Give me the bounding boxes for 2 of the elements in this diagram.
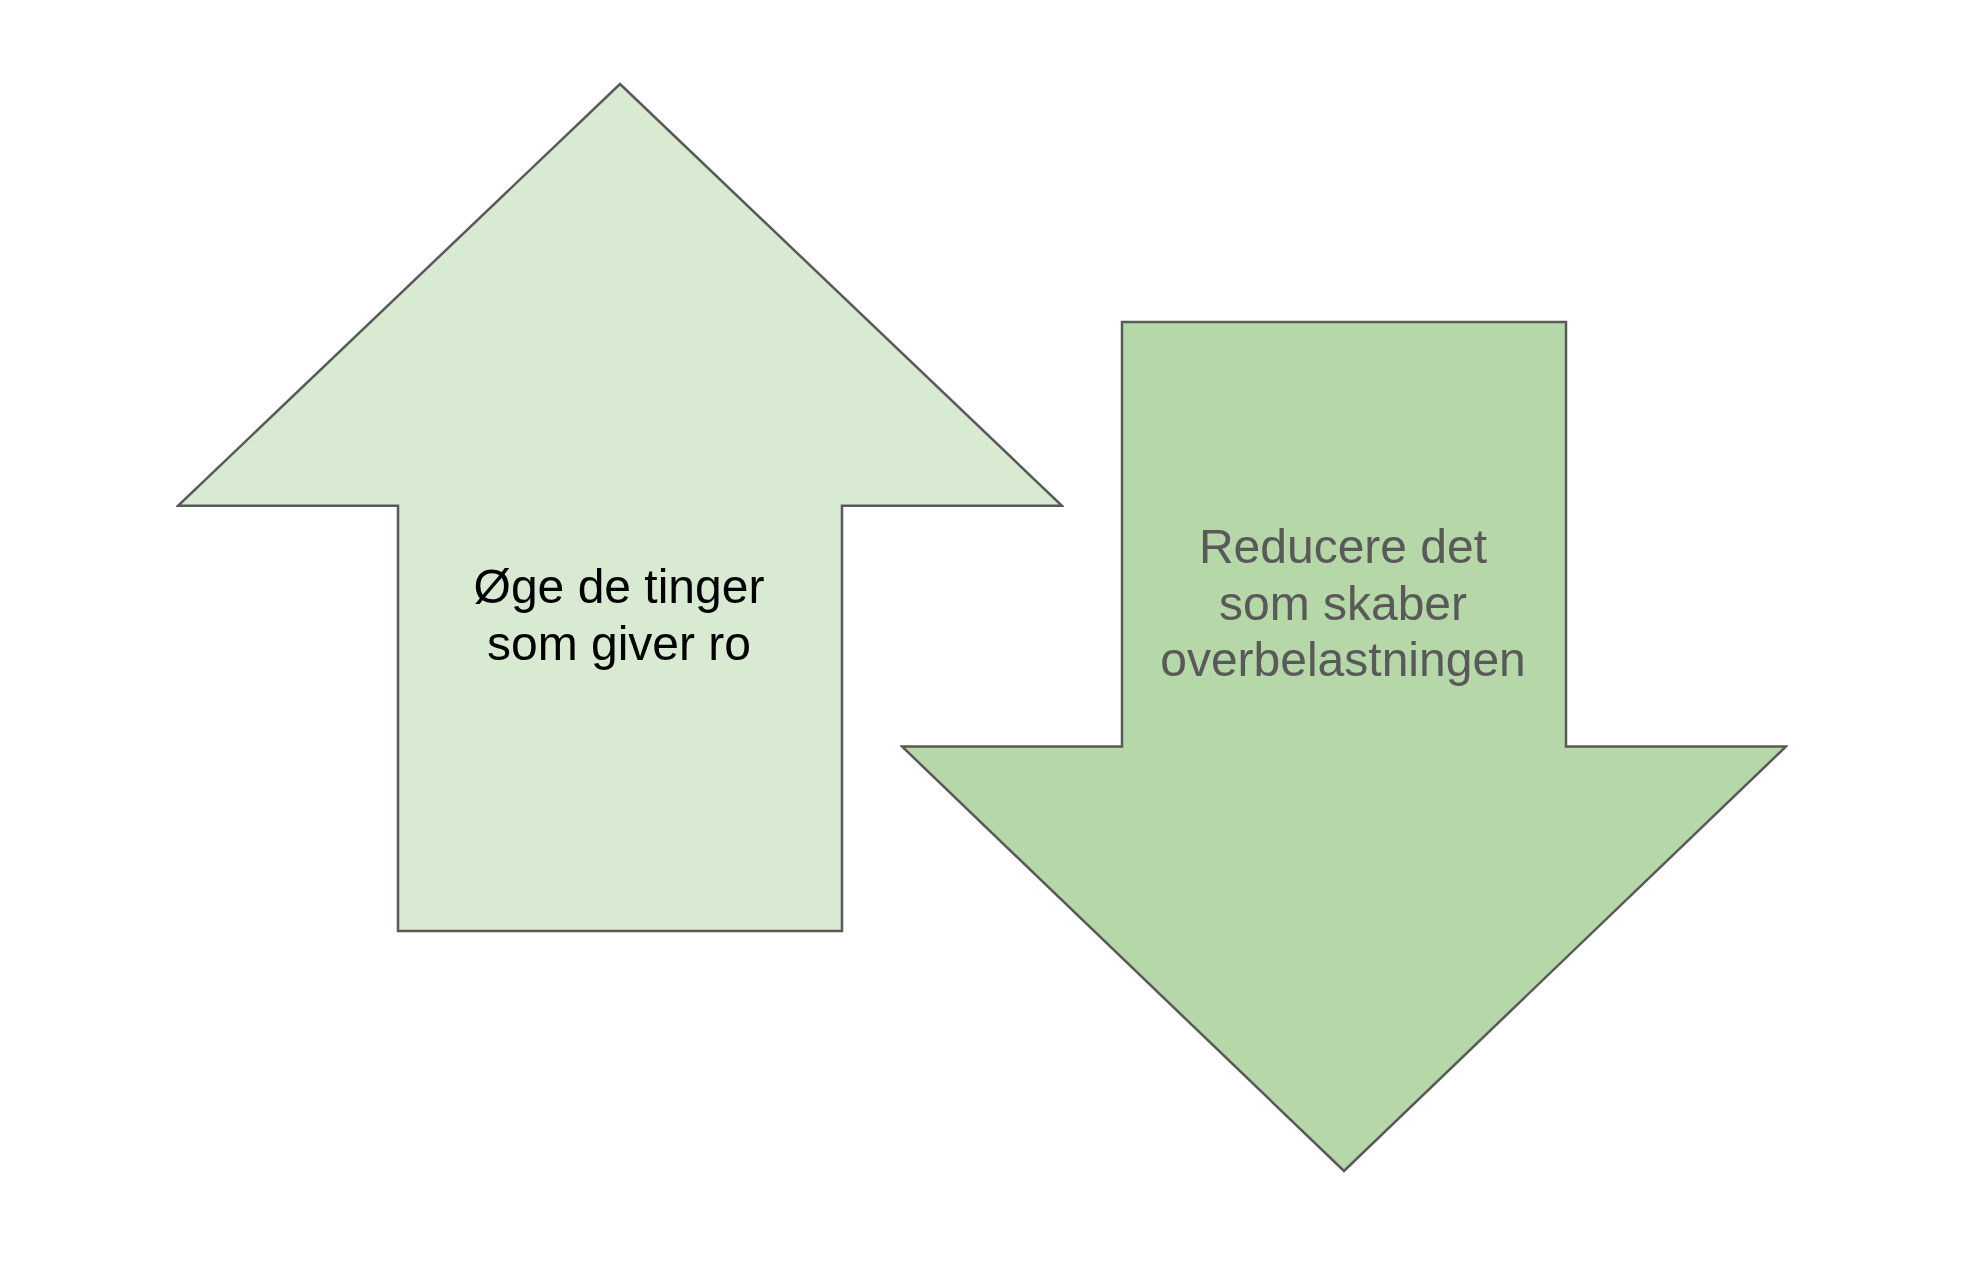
arrow-label: Øge de tinger som giver ro [472,559,766,672]
arrow-label: Reducere det som skaber overbelastningen [1159,519,1527,689]
